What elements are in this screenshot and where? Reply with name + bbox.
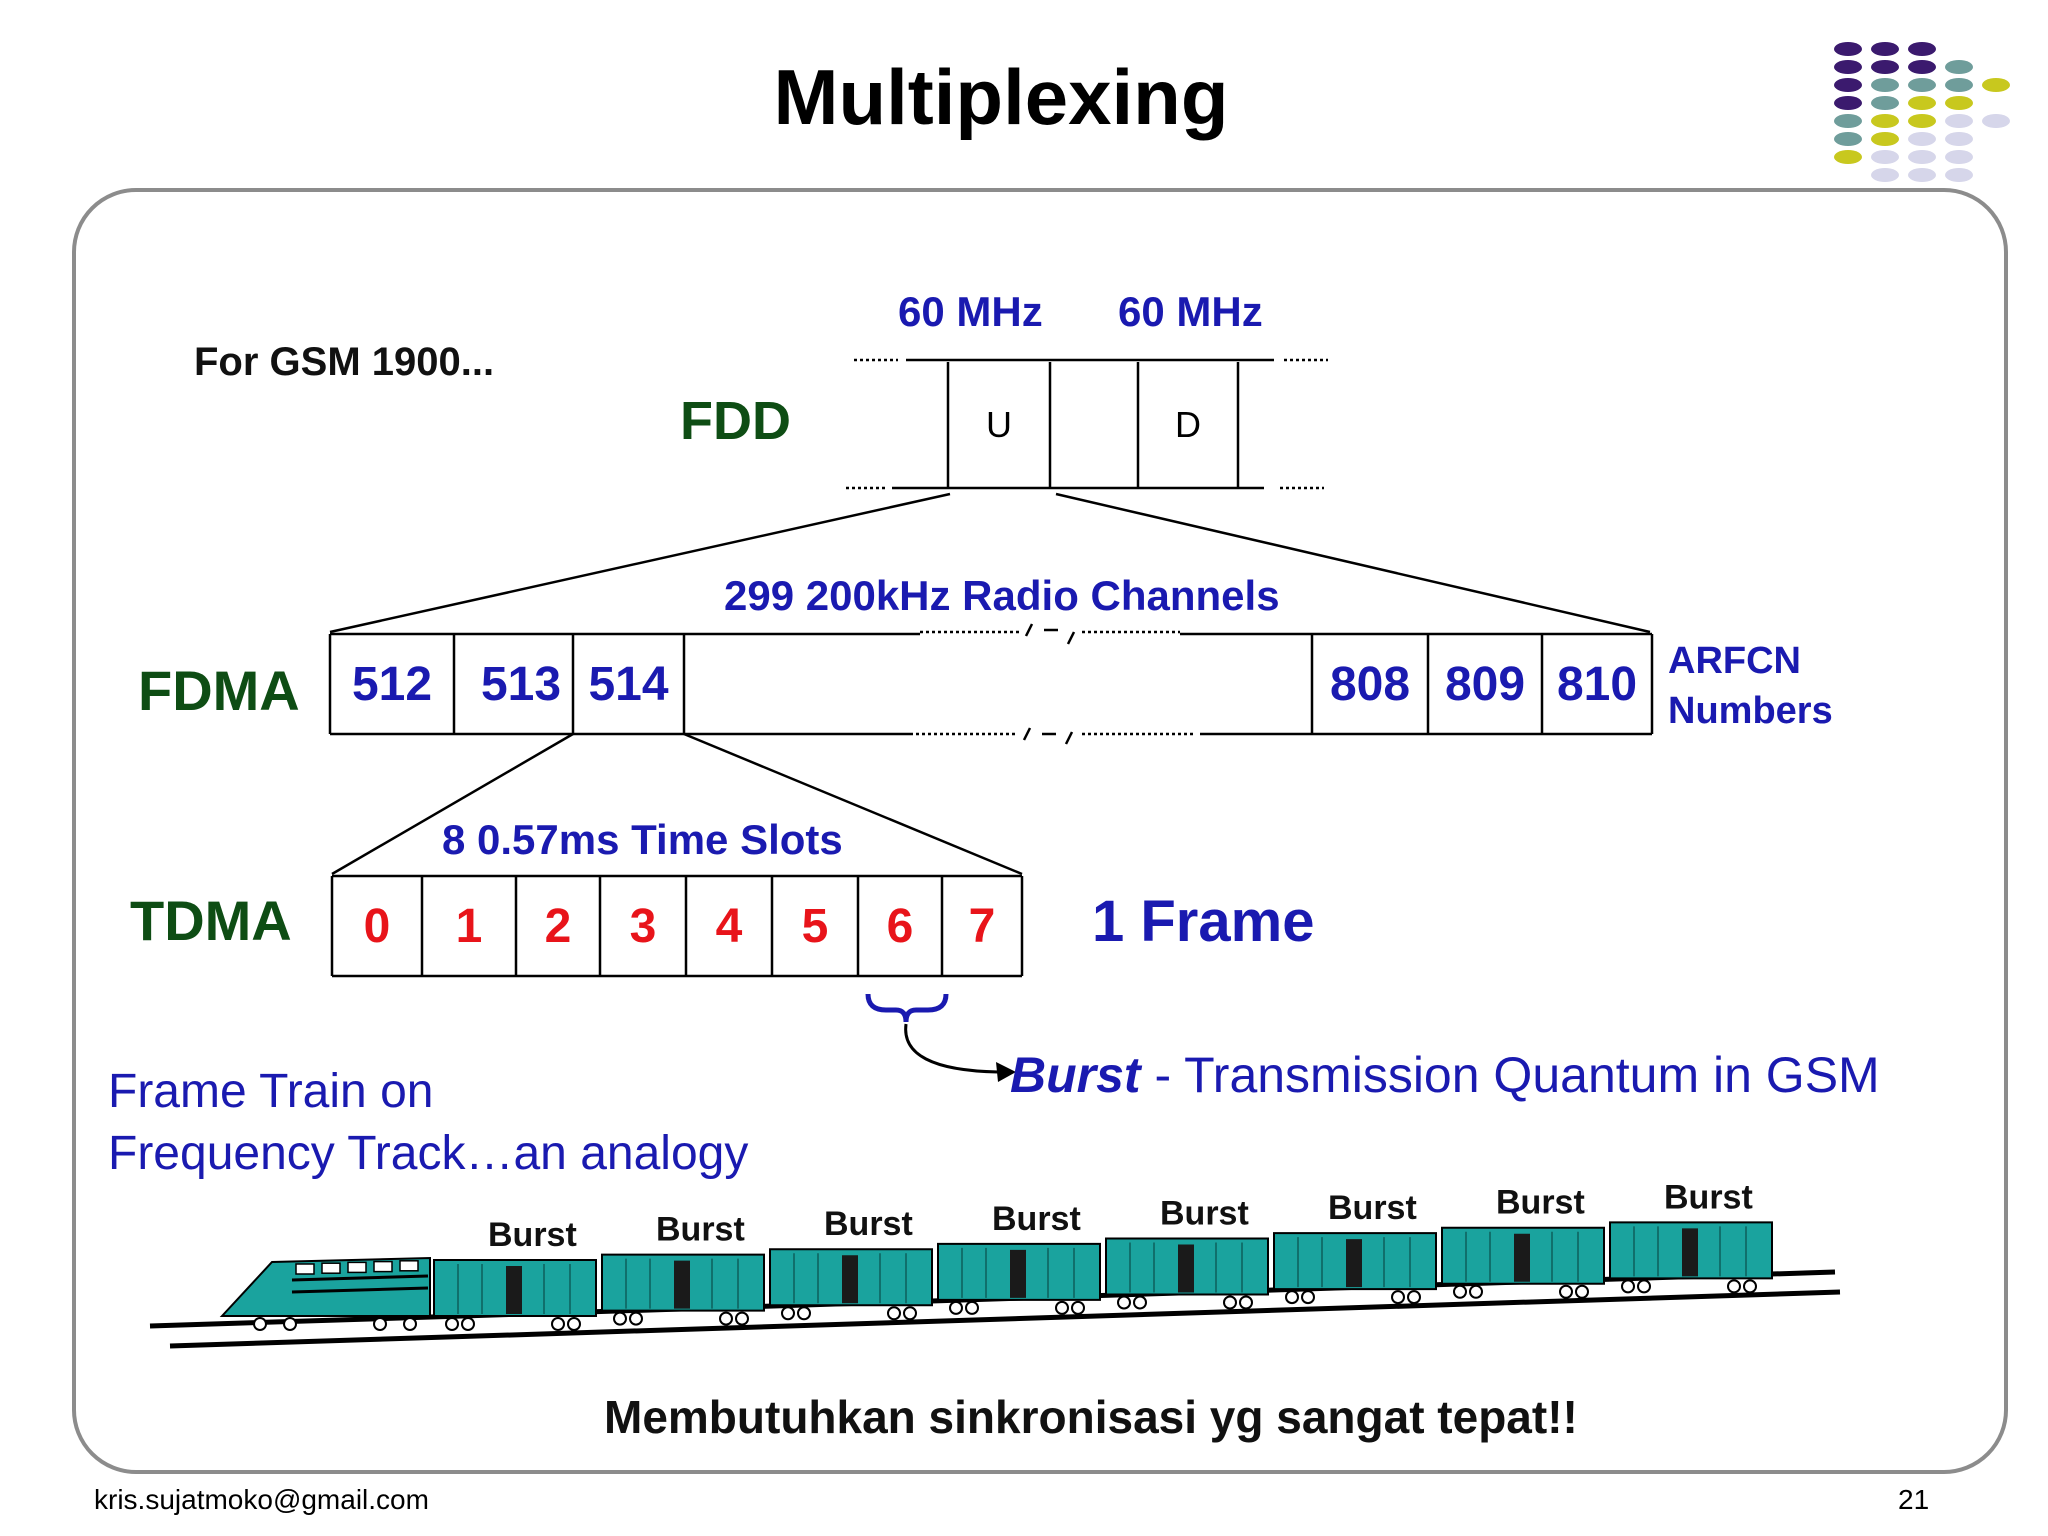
decorative-dot <box>1908 60 1936 74</box>
boxcar <box>601 1253 765 1326</box>
decorative-dot <box>1945 96 1973 110</box>
boxcar <box>1105 1237 1269 1310</box>
decorative-dot <box>1834 114 1862 128</box>
decorative-dot <box>1871 60 1899 74</box>
decorative-dot <box>1834 132 1862 146</box>
burst-definition: Burst - Transmission Quantum in GSM <box>1010 1046 1880 1104</box>
downlink-band: D <box>1175 404 1201 445</box>
locomotive <box>219 1256 431 1331</box>
burst-term: Burst <box>1010 1047 1141 1103</box>
decorative-dot <box>1834 150 1862 164</box>
footer-email: kris.sujatmoko@gmail.com <box>94 1484 429 1515</box>
tdma-caption: 8 0.57ms Time Slots <box>442 816 843 863</box>
channel-cell: 512 <box>351 657 433 711</box>
decorative-dot <box>1945 150 1973 164</box>
decorative-dot <box>1945 60 1973 74</box>
burst-car-label: Burst <box>656 1211 745 1249</box>
burst-car-label: Burst <box>1160 1194 1249 1232</box>
decorative-dot <box>1908 132 1936 146</box>
decorative-dot <box>1908 114 1936 128</box>
burst-definition-text: - Transmission Quantum in GSM <box>1140 1047 1880 1103</box>
page-number: 21 <box>1898 1484 1930 1515</box>
decorative-dot <box>1908 96 1936 110</box>
decorative-dot <box>1982 114 2010 128</box>
decorative-dot <box>1982 78 2010 92</box>
decorative-dot <box>1945 168 1973 182</box>
arfcn-numbers-label: Numbers <box>1668 690 1833 732</box>
burst-car-label: Burst <box>1664 1178 1753 1216</box>
gsm-band-intro: For GSM 1900... <box>194 340 495 384</box>
time-slot: 5 <box>801 899 829 953</box>
decorative-dot <box>1908 150 1936 164</box>
decorative-dot <box>1834 60 1862 74</box>
decorative-dot <box>1945 78 1973 92</box>
boxcar <box>937 1242 1101 1315</box>
time-slot: 7 <box>968 899 996 953</box>
frame-label: 1 Frame <box>1092 889 1315 954</box>
burst-car-label: Burst <box>824 1205 913 1243</box>
decorative-dot <box>1834 96 1862 110</box>
channel-cell: 810 <box>1556 657 1638 711</box>
decorative-dot <box>1908 42 1936 56</box>
decorative-dot <box>1871 168 1899 182</box>
decorative-dot <box>1945 132 1973 146</box>
uplink-bandwidth: 60 MHz <box>898 288 1043 335</box>
analogy-line-2: Frequency Track…an analogy <box>108 1127 749 1180</box>
decorative-dot <box>1871 42 1899 56</box>
decorative-dot <box>1871 132 1899 146</box>
tdma-label: TDMA <box>130 889 292 952</box>
time-slot: 0 <box>363 899 391 953</box>
burst-car-label: Burst <box>992 1200 1081 1238</box>
time-slot: 6 <box>886 899 914 953</box>
burst-car-label: Burst <box>1328 1189 1417 1227</box>
channel-cell: 513 <box>480 657 562 711</box>
channel-cell: 808 <box>1329 657 1411 711</box>
burst-car-label: Burst <box>1496 1184 1585 1222</box>
time-slot: 1 <box>455 899 483 953</box>
decorative-dot <box>1908 168 1936 182</box>
arfcn-label: ARFCN <box>1668 640 1801 682</box>
boxcar <box>769 1248 933 1321</box>
boxcar <box>1441 1226 1605 1299</box>
slide-title: Multiplexing <box>773 53 1229 141</box>
channel-cell: 514 <box>588 657 669 711</box>
fdma-label: FDMA <box>138 659 300 722</box>
time-slot: 3 <box>629 899 657 953</box>
boxcar <box>1273 1232 1437 1305</box>
decorative-dot <box>1834 78 1862 92</box>
synchronization-note: Membutuhkan sinkronisasi yg sangat tepat… <box>604 1391 1578 1443</box>
fdd-label: FDD <box>680 391 791 451</box>
time-slot: 4 <box>715 899 743 953</box>
decorative-dot <box>1834 42 1862 56</box>
decorative-dot <box>1945 114 1973 128</box>
decorative-dot <box>1908 78 1936 92</box>
burst-car-label: Burst <box>488 1216 577 1254</box>
uplink-band: U <box>986 404 1012 445</box>
analogy-line-1: Frame Train on <box>108 1065 434 1118</box>
decorative-dot <box>1871 150 1899 164</box>
decorative-dot <box>1871 114 1899 128</box>
downlink-bandwidth: 60 MHz <box>1118 288 1263 335</box>
boxcar <box>1609 1221 1773 1294</box>
decorative-dot <box>1871 96 1899 110</box>
channel-cell: 809 <box>1444 657 1526 711</box>
fdma-caption: 299 200kHz Radio Channels <box>724 572 1280 619</box>
decorative-dot <box>1871 78 1899 92</box>
boxcar <box>433 1259 597 1331</box>
time-slot: 2 <box>544 899 572 953</box>
